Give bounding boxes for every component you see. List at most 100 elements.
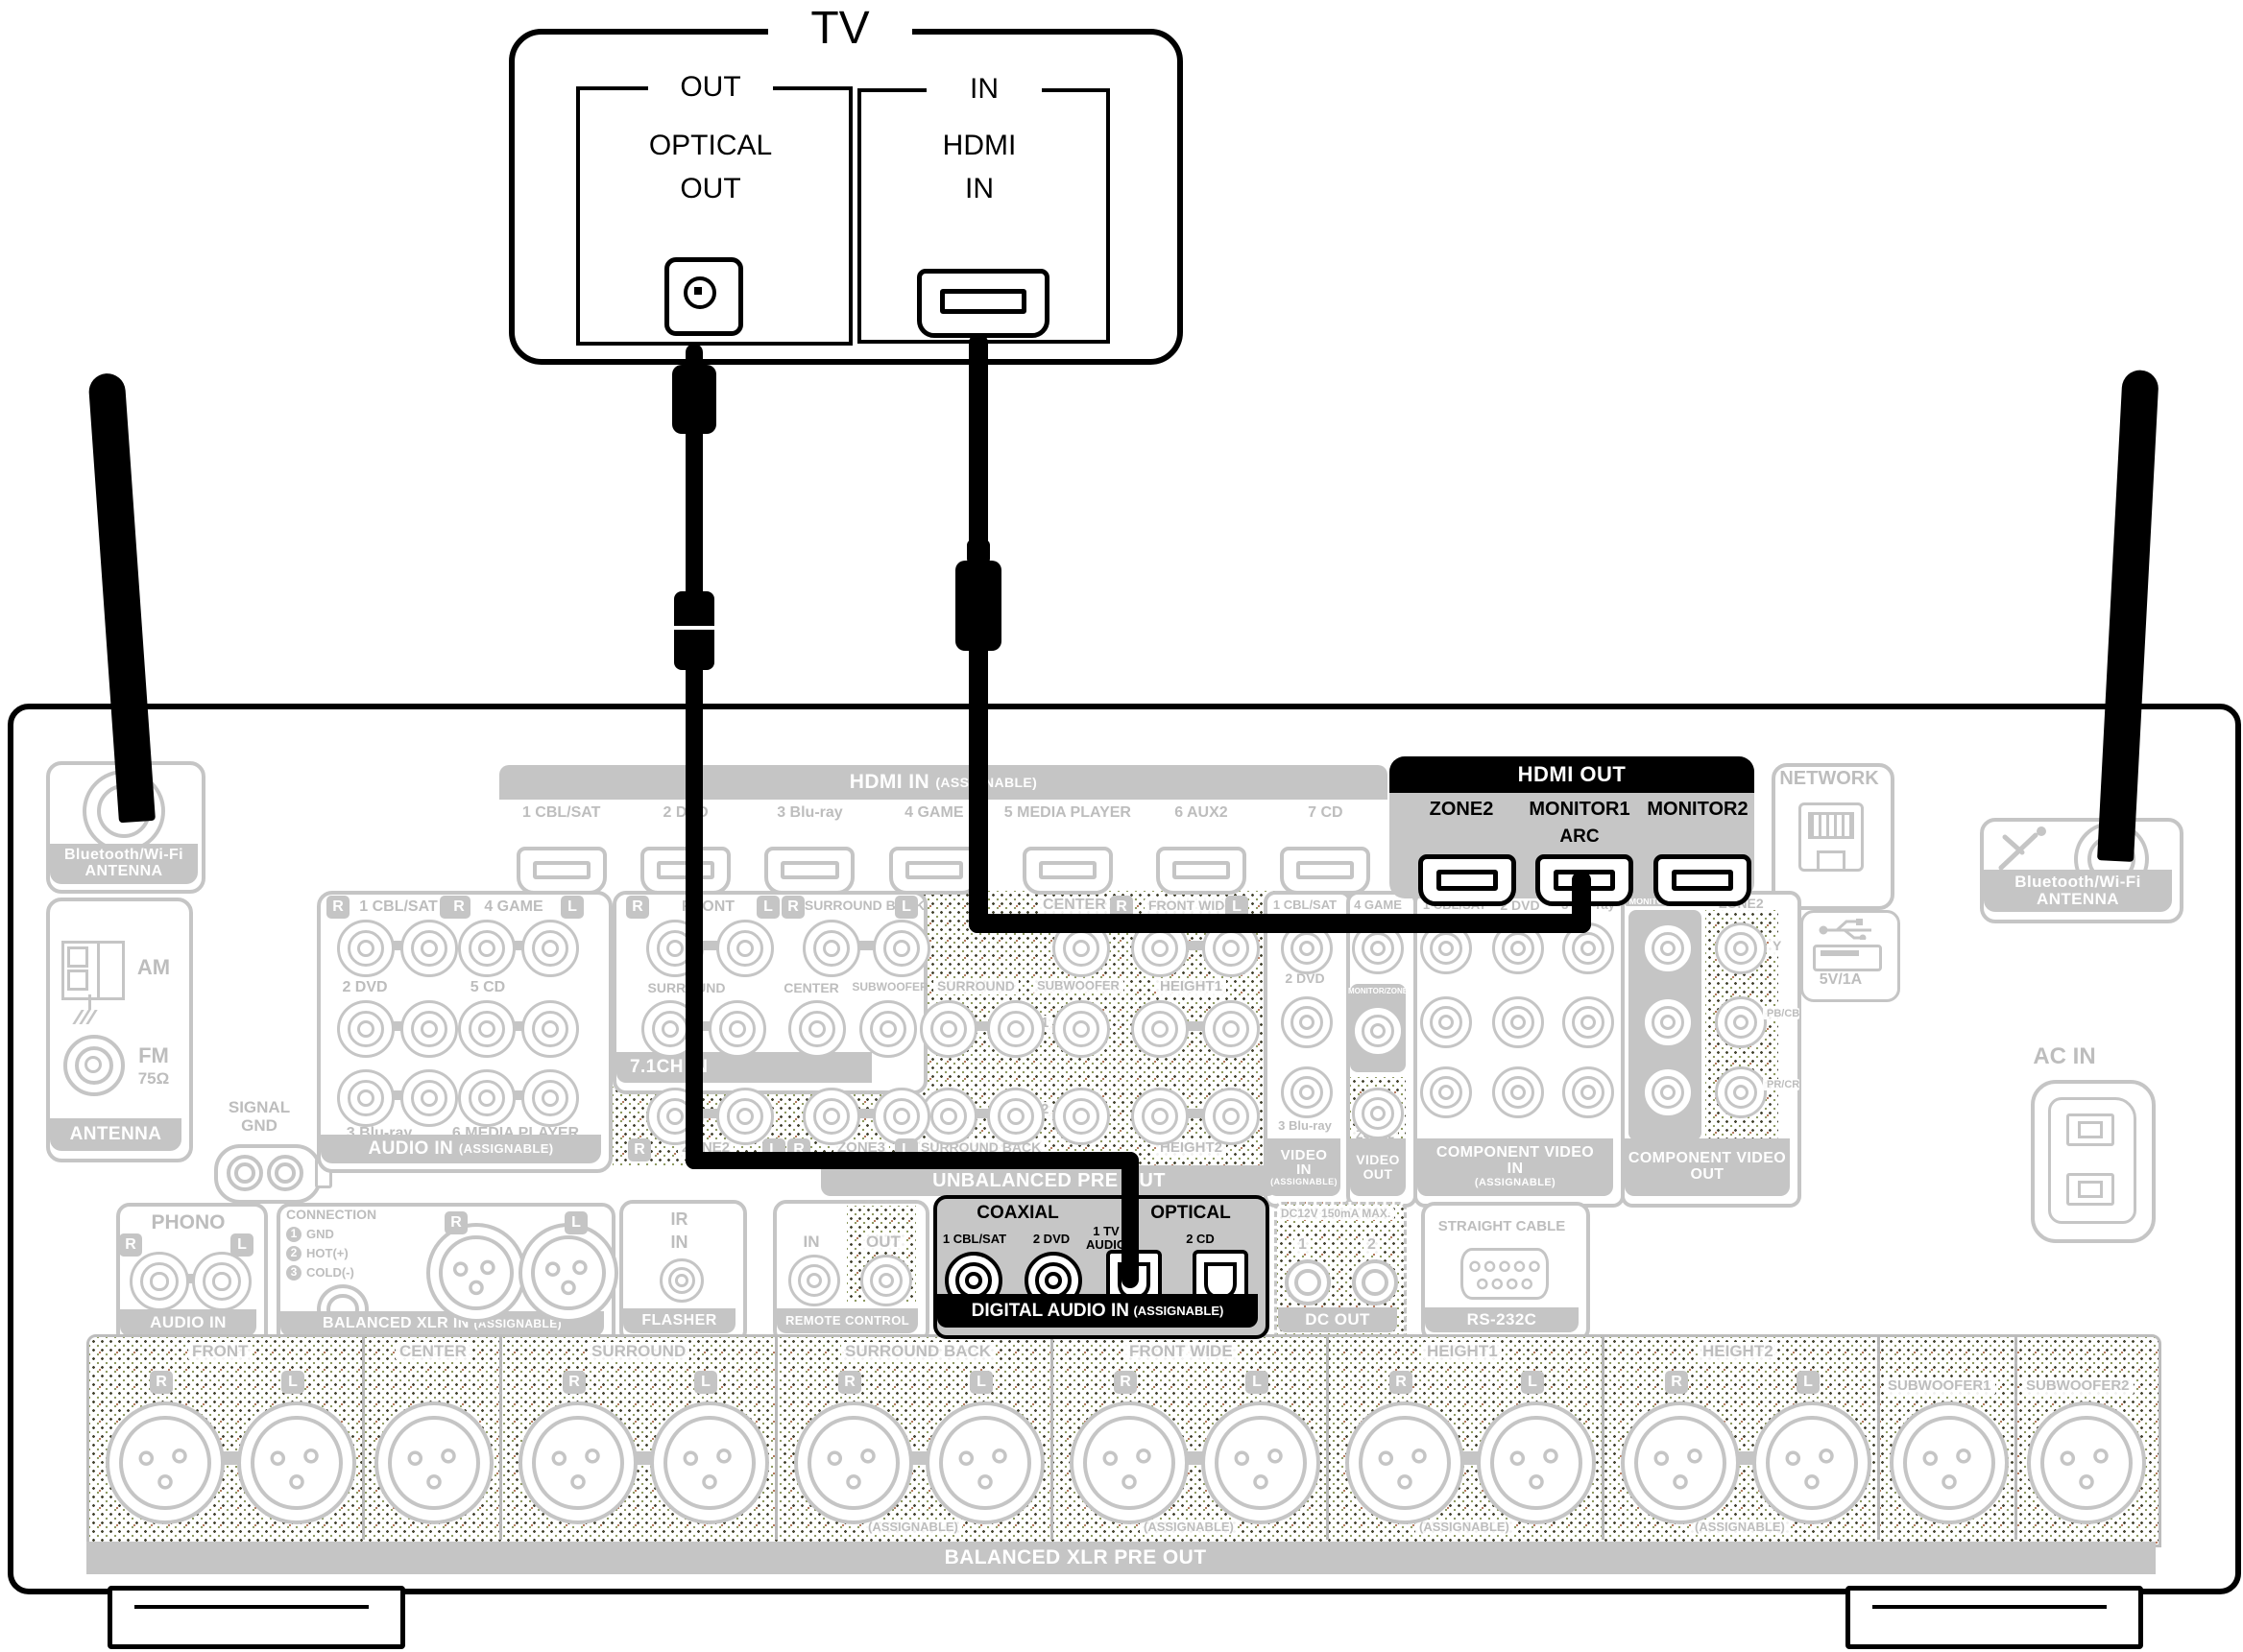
xlr-in-connection: CONNECTION — [286, 1207, 377, 1222]
digital-1tvaudio-label: 1 TV AUDIO — [1081, 1224, 1131, 1253]
hdmi-port-icon — [764, 847, 856, 895]
jack-link — [501, 941, 530, 950]
ground-symbol — [72, 1010, 98, 1029]
digital-coaxial-label: COAXIAL — [977, 1203, 1059, 1223]
optical-cable-horizontal — [686, 1152, 1139, 1169]
jack-link — [380, 1021, 409, 1031]
rca-jack — [521, 1069, 579, 1127]
hdmi-port-icon — [1022, 847, 1113, 895]
rl-tag: L — [970, 1371, 993, 1394]
rl-tag: R — [626, 896, 649, 919]
right-foot-line — [1872, 1605, 2107, 1609]
pin1-num: 1 — [286, 1227, 301, 1242]
rca-jack — [130, 1252, 189, 1311]
jack-link — [501, 1090, 530, 1100]
rl-tag: R — [326, 896, 350, 919]
audio-in-label-2dvd: 2 DVD — [342, 979, 388, 995]
hdmi-in-header: HDMI IN (ASSIGNABLE) — [499, 765, 1387, 800]
hdmi-port-icon — [1155, 847, 1246, 895]
xlr-preout-jack — [1890, 1401, 2009, 1524]
xlrout-assignable-sback: (ASSIGNABLE) — [864, 1520, 962, 1535]
xlr-group-divider — [1326, 1336, 1329, 1540]
unbal-surround-label: SURROUND — [933, 978, 1019, 994]
rca-jack — [458, 1069, 516, 1127]
unbal-height1-label: HEIGHT1 — [1156, 978, 1227, 995]
hdmi-port-icon — [516, 847, 607, 895]
xlr-preout-jack — [1201, 1401, 1320, 1524]
rl-tag: L — [230, 1233, 253, 1257]
xlr-preout-jack — [519, 1401, 638, 1524]
rca-jack — [1281, 996, 1333, 1048]
rl-tag: R — [1665, 1371, 1688, 1394]
rca-jack — [337, 1000, 395, 1058]
rs232-footer: RS-232C — [1425, 1307, 1579, 1332]
dc-out-1: 1 — [1294, 1236, 1311, 1254]
rca-jack — [859, 1000, 917, 1058]
rl-tag: R — [782, 896, 805, 919]
rca-jack — [337, 1069, 395, 1127]
left-foot-line — [134, 1605, 369, 1609]
optical-joint-line — [674, 626, 714, 630]
jack-link — [1174, 1109, 1211, 1118]
digital-1cblsat-label: 1 CBL/SAT — [942, 1232, 1007, 1246]
xlrout-front-wide-label: FRONT WIDE — [1125, 1342, 1237, 1361]
rca-jack — [873, 1088, 930, 1145]
xlrout-surround-label: SURROUND — [588, 1342, 690, 1361]
hdmi-in-port-5: 5 MEDIA PLAYER — [997, 802, 1140, 895]
jack-link — [689, 1109, 725, 1118]
optical-port-dot — [694, 287, 702, 295]
rca-jack — [1352, 1088, 1404, 1139]
rl-tag: R — [838, 1371, 861, 1394]
rl-tag: R — [1114, 1371, 1137, 1394]
hdmi-in-port-4-label: 4 GAME — [904, 804, 964, 821]
video-in-4game: 4 GAME — [1354, 898, 1402, 912]
rca-jack — [788, 1000, 846, 1058]
xlrout-assignable-h1: (ASSIGNABLE) — [1415, 1520, 1513, 1535]
digital-footer: DIGITAL AUDIO IN (ASSIGNABLE) — [937, 1294, 1258, 1328]
hdmi-out-zone2-port — [1418, 854, 1516, 906]
rca-jack — [1642, 996, 1694, 1048]
rl-tag: R — [447, 896, 470, 919]
optical-port-inner — [684, 276, 716, 309]
xlr-group-divider — [1877, 1336, 1880, 1540]
video-out-mz3-chip: MONITOR/ZONE3 — [1348, 987, 1412, 995]
tv-hdmi-in-tag: IN — [927, 73, 1042, 106]
usb-port-icon — [1813, 945, 1882, 971]
rl-tag: L — [281, 1371, 304, 1394]
jack-link — [1174, 941, 1211, 950]
xlr-preout-jack — [106, 1401, 225, 1524]
rca-jack — [1715, 996, 1767, 1048]
hdmi-cable-plug — [955, 561, 1001, 651]
rca-jack — [521, 1000, 579, 1058]
bt-left-line1: Bluetooth/Wi-Fi — [63, 847, 184, 864]
xlrout-center-label: CENTER — [396, 1342, 470, 1361]
digital-optical-label: OPTICAL — [1150, 1203, 1231, 1223]
video-out-footer: VIDEO OUT — [1350, 1138, 1406, 1196]
hdmi-in-port-1: 1 CBL/SAT — [499, 802, 623, 895]
flasher-ir: IR — [670, 1209, 688, 1229]
comp-out-y-label: Y — [1769, 938, 1786, 954]
pin3-num: 3 — [286, 1265, 301, 1281]
flasher-footer: FLASHER — [623, 1308, 736, 1333]
xlr-preout-jack — [926, 1401, 1045, 1524]
remote-out-label: OUT — [862, 1233, 904, 1252]
am-terminal-squares2 — [67, 970, 88, 991]
xlrout-height2-label: HEIGHT2 — [1699, 1342, 1777, 1361]
hdmi-in-port-6: 6 AUX2 — [1139, 802, 1263, 895]
optical-cable-joint — [674, 591, 714, 670]
rca-jack — [400, 920, 458, 977]
unbalanced-preout-bar: UNBALANCED PRE OUT — [821, 1165, 1277, 1196]
hdmi-out-arc-label: ARC — [1559, 826, 1600, 847]
xlr-in-jack — [519, 1223, 618, 1323]
rl-tag: R — [119, 1233, 142, 1257]
xlr-preout-jack — [1070, 1401, 1189, 1524]
rs232-note: STRAIGHT CABLE — [1437, 1218, 1566, 1234]
bt-right-line1: Bluetooth/Wi-Fi — [2014, 873, 2141, 892]
xlrout-assignable-fwide: (ASSIGNABLE) — [1140, 1520, 1238, 1535]
rca-jack — [987, 1088, 1045, 1145]
hdmi-cable-horizontal — [969, 914, 1591, 933]
rl-tag: R — [445, 1211, 468, 1234]
rca-jack — [1202, 1000, 1260, 1058]
